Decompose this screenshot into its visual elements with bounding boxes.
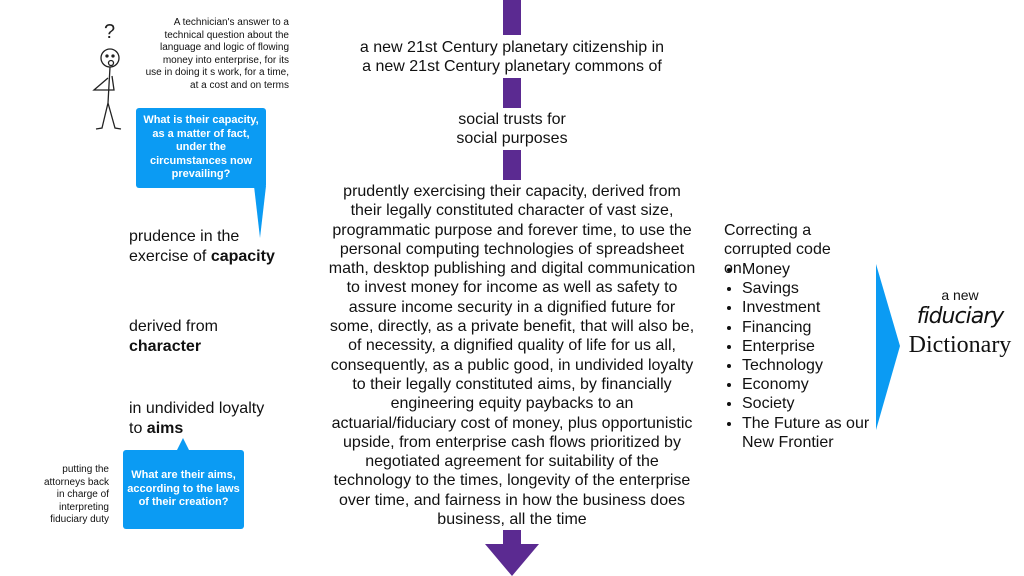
right-arrow-icon — [876, 264, 900, 430]
fiduciary-text: fiduciary — [916, 304, 1005, 329]
bubble-tail — [176, 438, 190, 452]
citizenship-text: a new 21st Century planetary citizenship… — [312, 38, 712, 77]
down-arrow-icon — [485, 530, 539, 576]
character-label-bold: character — [129, 338, 202, 355]
a-new-text: a new — [941, 287, 979, 303]
thinking-stick-figure-icon: ? — [92, 21, 122, 130]
flow-bar — [503, 0, 521, 35]
capacity-label: prudence in the exercise of capacity — [129, 227, 289, 267]
list-item: Economy — [742, 375, 887, 394]
purposes-line: social purposes — [456, 130, 568, 148]
list-item: Savings — [742, 279, 887, 298]
dictionary-text: Dictionary — [908, 332, 1012, 358]
list-item: Technology — [742, 356, 887, 375]
bubble-tail — [254, 186, 266, 238]
capacity-question-bubble: What is their capacity, as a matter of f… — [136, 108, 266, 188]
list-item: Money — [742, 260, 887, 279]
aims-question-bubble: What are their aims, according to the la… — [123, 450, 244, 529]
capacity-label-bold: capacity — [210, 248, 275, 265]
flow-bar — [503, 150, 521, 180]
list-item: Financing — [742, 318, 887, 337]
character-label-text: derived from — [129, 318, 218, 335]
list-item: Society — [742, 394, 887, 413]
flow-bar — [503, 78, 521, 108]
capacity-label-text: prudence in the exercise of — [129, 228, 240, 265]
correcting-heading: Correcting a corrupted code on: — [724, 222, 831, 278]
intro-text: A technician's answer to a technical que… — [145, 17, 289, 91]
list-item: Enterprise — [742, 337, 887, 356]
aims-label-text: in undivided loyalty to — [129, 400, 265, 437]
social-trusts-text: social trusts for social purposes — [312, 110, 712, 149]
svg-text:?: ? — [104, 21, 115, 43]
main-paragraph: prudently exercising their capacity, der… — [328, 183, 696, 529]
topic-list: Money Savings Investment Financing Enter… — [724, 260, 887, 452]
list-item: The Future as our New Frontier — [742, 414, 887, 452]
list-item: Investment — [742, 298, 887, 317]
aims-label: in undivided loyalty to aims — [129, 399, 269, 439]
character-label: derived from character — [129, 317, 289, 357]
commons-line: a new 21st Century planetary commons of — [362, 58, 662, 76]
aims-label-bold: aims — [146, 420, 184, 437]
dictionary-title: a new fiduciary Dictionary — [900, 286, 1020, 360]
citizenship-line: a new 21st Century planetary citizenship… — [359, 39, 665, 56]
trusts-line: social trusts for — [458, 111, 566, 128]
attorneys-note: putting the attorneys back in charge of … — [43, 464, 109, 525]
